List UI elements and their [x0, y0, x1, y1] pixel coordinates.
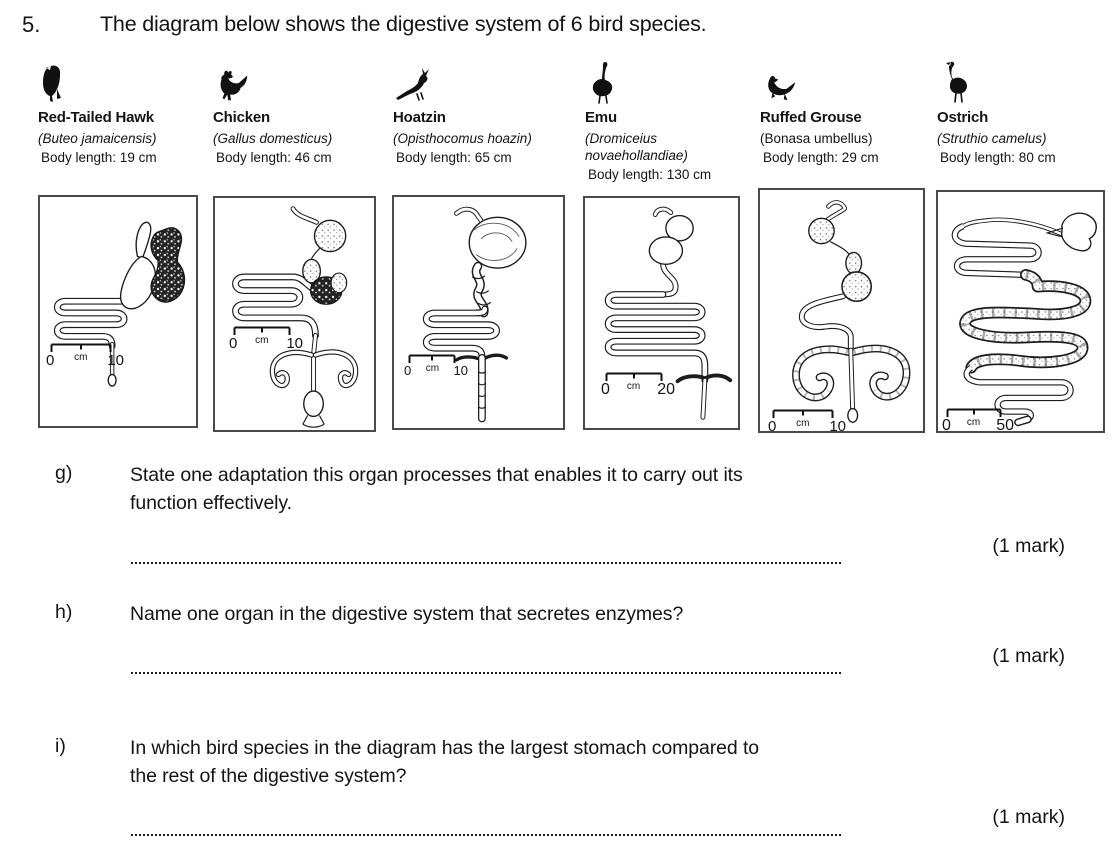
question-label-g: g)	[55, 462, 73, 484]
scale-start: 0	[46, 352, 55, 369]
scale-end: 10	[453, 363, 468, 378]
bird-name: Red-Tailed Hawk	[38, 109, 154, 126]
question-text-i: In which bird species in the diagram has…	[130, 737, 760, 787]
scale-start: 0	[229, 335, 238, 352]
bird-name: Hoatzin	[393, 109, 446, 126]
scale-start: 0	[601, 381, 610, 398]
scale-end: 10	[107, 352, 124, 369]
question-intro-text: The diagram below shows the digestive sy…	[100, 12, 707, 36]
hawk-digestive-diagram	[53, 221, 186, 387]
bird-column-hoatzin: Hoatzin (Opisthocomus hoazin) Body lengt…	[393, 58, 573, 165]
scale-start: 0	[404, 363, 412, 378]
diagram-panel-chicken: 0 cm 10	[213, 196, 376, 432]
scale-unit: cm	[425, 363, 440, 374]
marks-g: (1 mark)	[992, 535, 1065, 557]
scale-unit: cm	[966, 417, 981, 428]
chicken-digestive-diagram	[232, 206, 359, 428]
bird-body-length: Body length: 19 cm	[41, 150, 157, 165]
scale-bar: 0 cm 50	[942, 408, 1014, 434]
scale-unit: cm	[74, 352, 88, 363]
emu-icon	[585, 58, 737, 104]
bird-latin-name: (Gallus domesticus)	[213, 131, 333, 146]
bird-latin-name: (Opisthocomus hoazin)	[393, 131, 532, 146]
bird-column-ostrich: Ostrich (Struthio camelus) Body length: …	[937, 58, 1107, 165]
diagram-panel-emu: 0 cm 20	[583, 196, 740, 430]
bird-column-emu: Emu (Dromiceius novaehollandiae) Body le…	[585, 58, 737, 182]
scale-end: 50	[996, 417, 1014, 434]
bird-name: Ruffed Grouse	[760, 109, 862, 126]
scale-bar: 0 cm 10	[768, 409, 846, 434]
scale-unit: cm	[255, 335, 269, 346]
bird-body-length: Body length: 46 cm	[216, 150, 332, 165]
bird-column-red-tailed-hawk: Red-Tailed Hawk (Buteo jamaicensis) Body…	[38, 58, 203, 165]
ostrich-digestive-diagram	[951, 212, 1097, 427]
scale-unit: cm	[626, 381, 641, 392]
scale-bar: 0 cm 10	[46, 343, 124, 368]
question-label-i: i)	[55, 735, 66, 757]
scale-end: 10	[829, 418, 846, 435]
scale-start: 0	[768, 418, 777, 435]
question-h: h) Name one organ in the digestive syste…	[55, 601, 920, 629]
bird-latin-name: (Buteo jamaicensis)	[38, 131, 157, 146]
question-text-h: Name one organ in the digestive system t…	[130, 603, 684, 625]
emu-digestive-diagram	[604, 206, 733, 420]
bird-latin-name: (Struthio camelus)	[937, 131, 1047, 146]
scale-start: 0	[942, 417, 951, 434]
diagram-panel-hoatzin: 0 cm 10	[392, 195, 565, 430]
question-number: 5.	[22, 12, 41, 37]
scale-bar: 0 cm 10	[404, 354, 468, 377]
ostrich-icon	[937, 58, 1107, 104]
question-text-g: State one adaptation this organ processe…	[130, 464, 743, 514]
bird-name: Chicken	[213, 109, 270, 126]
question-i: i) In which bird species in the diagram …	[55, 735, 920, 790]
bird-column-chicken: Chicken (Gallus domesticus) Body length:…	[213, 58, 378, 165]
bird-body-length: Body length: 80 cm	[940, 150, 1056, 165]
bird-latin-name: (Bonasa umbellus)	[760, 131, 873, 146]
grouse-digestive-diagram	[792, 200, 911, 423]
bird-name: Ostrich	[937, 109, 989, 126]
answer-line-i	[131, 822, 841, 836]
answer-line-g	[131, 550, 841, 564]
scale-bar: 0 cm 20	[601, 372, 675, 398]
diagram-panel-ostrich: 0 cm 50	[936, 190, 1105, 434]
bird-latin-name: (Dromiceius novaehollandiae)	[585, 131, 688, 163]
hawk-icon	[38, 58, 203, 104]
marks-h: (1 mark)	[992, 645, 1065, 667]
scale-end: 10	[286, 335, 303, 352]
bird-name: Emu	[585, 109, 617, 126]
marks-i: (1 mark)	[992, 806, 1065, 828]
rooster-icon	[213, 58, 378, 104]
scale-end: 20	[657, 381, 675, 398]
hoatzin-icon	[393, 58, 573, 104]
grouse-icon	[760, 58, 930, 104]
bird-body-length: Body length: 29 cm	[763, 150, 879, 165]
diagram-panel-grouse: 0 cm 10	[758, 188, 925, 434]
question-g: g) State one adaptation this organ proce…	[55, 462, 920, 517]
answer-line-h	[131, 660, 841, 674]
question-label-h: h)	[55, 601, 73, 623]
bird-body-length: Body length: 130 cm	[588, 167, 712, 182]
scale-bar: 0 cm 10	[229, 326, 303, 351]
bird-column-ruffed-grouse: Ruffed Grouse (Bonasa umbellus) Body len…	[760, 58, 930, 165]
hoatzin-digestive-diagram	[422, 206, 527, 423]
bird-body-length: Body length: 65 cm	[396, 150, 512, 165]
scale-unit: cm	[796, 418, 810, 429]
diagram-panel-hawk: 0 cm 10	[38, 195, 198, 428]
